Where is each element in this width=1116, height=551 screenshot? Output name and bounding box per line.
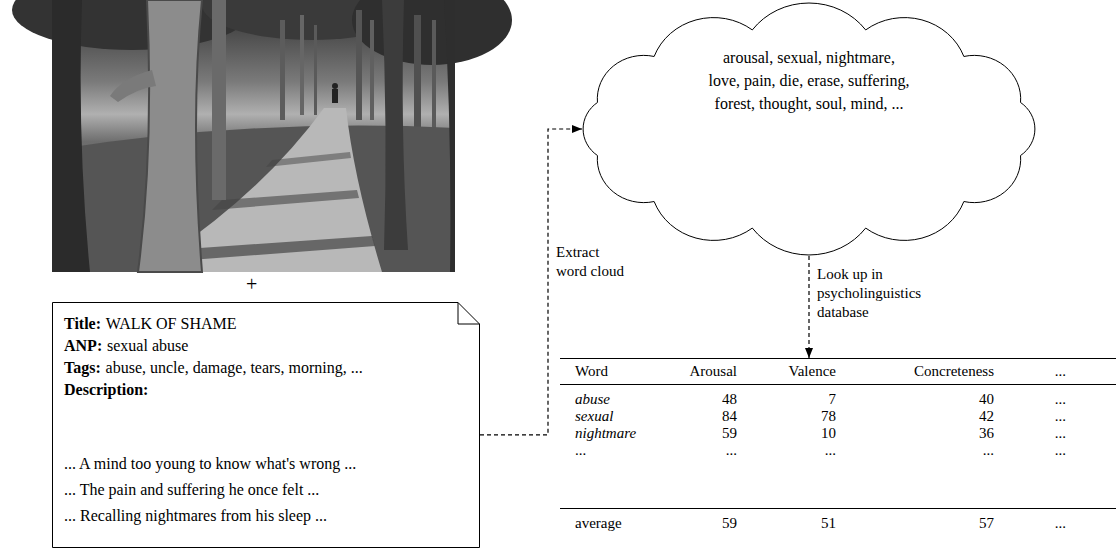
distant-trunk: [314, 25, 317, 115]
table-rule: [560, 508, 1116, 509]
table-cell: 42: [979, 407, 994, 425]
table-cell: ...: [983, 441, 994, 459]
plus-sign: +: [246, 273, 257, 296]
document-box: Title: WALK OF SHAMEANP: sexual abuseTags:…: [52, 302, 480, 548]
walking-person: [332, 89, 338, 103]
field-name: Description:: [64, 381, 148, 398]
table-cell: ...: [726, 441, 737, 459]
field-value: ... Recalling nightmares from his sleep …: [64, 507, 327, 524]
tree-trunk: [138, 0, 202, 272]
table-cell: average: [575, 514, 622, 532]
field-name: ANP:: [64, 337, 102, 354]
table-cell: ...: [825, 441, 836, 459]
text-line: Tags: abuse, uncle, damage, tears, mornin…: [64, 358, 363, 378]
table-header: Arousal: [690, 362, 738, 380]
table-cell: abuse: [575, 390, 610, 408]
field-name: Tags:: [64, 359, 101, 376]
table-rule: [560, 358, 1116, 359]
table-cell: 40: [979, 390, 994, 408]
distant-trunk: [300, 15, 304, 115]
table-cell: 59: [722, 424, 737, 442]
psycholinguistics-table: Word Arousal Valence Concreteness... abuse 48…: [560, 358, 1116, 538]
distant-trunk: [414, 15, 421, 130]
table-cell: 7: [829, 390, 837, 408]
table-cell: 57: [979, 514, 994, 532]
note-fold: [458, 303, 480, 325]
table-cell: ...: [1055, 390, 1066, 408]
dashed-arrow: [808, 256, 809, 358]
distant-trunk: [432, 20, 436, 130]
distant-trunk: [370, 20, 374, 120]
tree-trunk: [52, 0, 90, 272]
table-header: Word: [575, 362, 608, 380]
table-cell: sexual: [575, 407, 613, 425]
field-name: Title:: [64, 315, 101, 332]
tree-trunk: [444, 0, 455, 272]
table-cell: 59: [722, 514, 737, 532]
field-value: abuse, uncle, damage, tears, morning, ..…: [106, 359, 363, 376]
field-value: WALK OF SHAME: [106, 315, 237, 332]
table-rule: [560, 384, 1116, 385]
table-cell: ...: [1055, 407, 1066, 425]
text-line: ... Recalling nightmares from his sleep …: [64, 506, 327, 526]
note-border: [53, 303, 480, 548]
tree-trunk: [382, 0, 408, 250]
connector-label: Look up in psycholinguistics database: [815, 264, 939, 323]
table-cell: ...: [1055, 424, 1066, 442]
cloud-outline: [582, 2, 1036, 256]
text-line: Title: WALK OF SHAME: [64, 314, 237, 334]
distant-trunk: [356, 10, 362, 120]
tree-shadow: [266, 152, 351, 167]
table-cell: 48: [722, 390, 737, 408]
cloud-border: [583, 3, 1035, 255]
tree-shadow: [212, 190, 359, 210]
table-header: Valence: [789, 362, 836, 380]
tree-trunk: [212, 0, 226, 200]
table-cell: 84: [722, 407, 737, 425]
table-cell: 51: [821, 514, 836, 532]
walking-person: [332, 83, 338, 89]
table-header: Concreteness: [914, 362, 994, 380]
text-line: ... The pain and suffering he once felt …: [64, 480, 319, 500]
table-cell: ...: [1055, 441, 1066, 459]
table-cell: nightmare: [575, 424, 636, 442]
tree-branch: [110, 70, 156, 102]
table-cell: ...: [575, 441, 586, 459]
connector-label: Extract word cloud: [554, 242, 630, 282]
text-line: ... A mind too young to know what's wron…: [64, 454, 356, 474]
text-line: ANP: sexual abuse: [64, 336, 188, 356]
field-value: ... A mind too young to know what's wron…: [64, 455, 356, 472]
text-line: Description:: [64, 380, 148, 400]
table-cell: 36: [979, 424, 994, 442]
field-value: sexual abuse: [107, 337, 188, 354]
word-list: arousal, sexual, nightmare, love, pain, …: [707, 46, 912, 115]
table-cell: ...: [1055, 514, 1066, 532]
word-cloud: arousal, sexual, nightmare, love, pain, …: [582, 2, 1036, 256]
field-value: ... The pain and suffering he once felt …: [64, 481, 319, 498]
table-cell: 10: [821, 424, 836, 442]
distant-trunk: [280, 20, 285, 120]
table-header: ...: [1055, 362, 1066, 380]
table-cell: 78: [821, 407, 836, 425]
